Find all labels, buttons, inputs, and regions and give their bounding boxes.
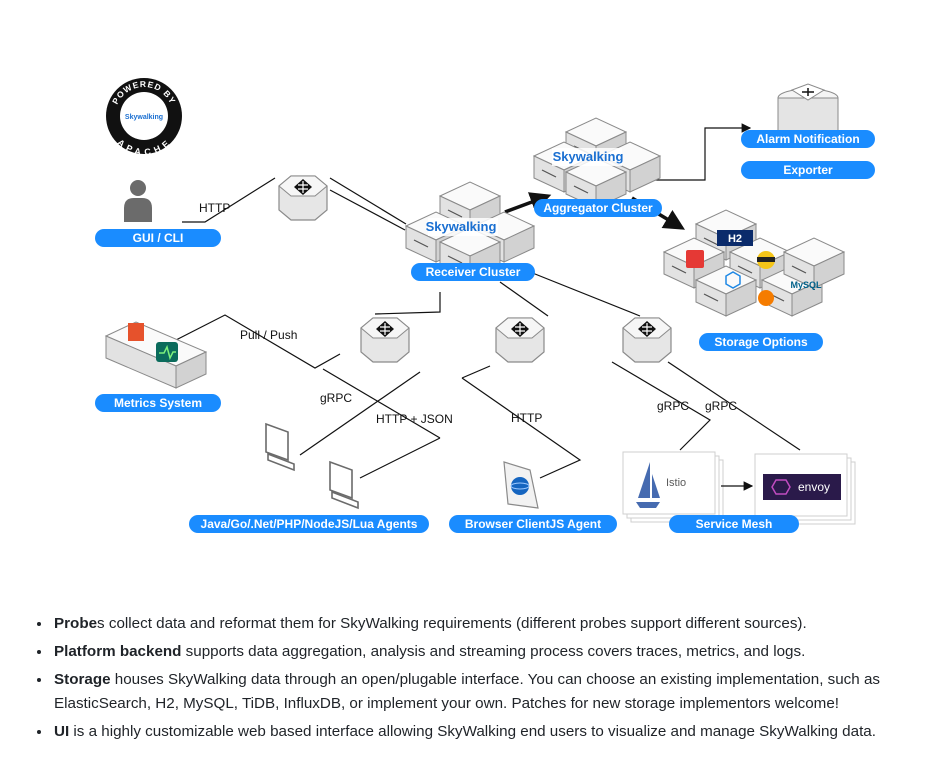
envoy-logo-icon (771, 479, 791, 495)
label-pills: GUI / CLI Receiver Cluster Aggregator Cl… (95, 130, 875, 533)
receiver-brand-logo: Skywalking (426, 219, 497, 234)
monitor-logo-icon (156, 342, 178, 362)
label-browser-agent: Browser ClientJS Agent (465, 517, 601, 531)
label-receiver-cluster: Receiver Cluster (426, 265, 521, 279)
alarm-server-icon (777, 83, 839, 133)
note-bold: Storage (54, 671, 111, 688)
agent-laptop-icon (329, 461, 359, 509)
label-aggregator-cluster: Aggregator Cluster (543, 201, 653, 215)
edge-label-grpc-agents: gRPC (320, 391, 352, 405)
aggregator-brand-logo: Skywalking (553, 149, 624, 164)
note-bold: Platform backend (54, 643, 182, 660)
istio-logo-icon (638, 462, 650, 498)
user-person-icon (124, 180, 152, 222)
label-service-mesh: Service Mesh (696, 517, 773, 531)
tidb-logo-icon (686, 250, 704, 268)
note-item: Storage houses SkyWalking data through a… (52, 668, 935, 716)
aggregator-cluster-icon: Skywalking (533, 117, 661, 209)
h2-logo-text: H2 (728, 233, 742, 245)
edge-label-http-json: HTTP + JSON (376, 412, 453, 426)
gateway-node-icon (622, 317, 672, 363)
note-text: is a highly customizable web based inter… (69, 723, 876, 740)
flame-logo-icon (758, 290, 774, 306)
label-alarm-notification: Alarm Notification (756, 132, 859, 146)
label-storage-options: Storage Options (714, 335, 808, 349)
note-item: UI is a highly customizable web based in… (52, 720, 935, 744)
gateway-node-icon (278, 175, 328, 221)
notes-list: Probes collect data and reformat them fo… (30, 612, 935, 748)
envoy-card: envoy (754, 453, 856, 525)
note-text: houses SkyWalking data through an open/p… (54, 671, 880, 712)
gateway-node-icon (360, 317, 410, 363)
note-text: s collect data and reformat them for Sky… (97, 615, 807, 632)
edge-label-http-browser: HTTP (511, 411, 542, 425)
gateway-node-icon (495, 317, 545, 363)
agent-laptop-icon (265, 423, 295, 471)
influxdb-logo-icon (725, 271, 741, 289)
istio-card: Istio (622, 451, 724, 523)
edge-label-grpc-mesh-1: gRPC (657, 399, 689, 413)
note-bold: UI (54, 723, 70, 740)
envoy-label: envoy (798, 480, 830, 494)
mysql-logo-text: MySQL (790, 280, 822, 290)
label-agents: Java/Go/.Net/PHP/NodeJS/Lua Agents (201, 517, 418, 531)
label-gui-cli: GUI / CLI (133, 231, 184, 245)
istio-label: Istio (666, 477, 686, 489)
browser-icon (503, 461, 539, 509)
label-exporter: Exporter (783, 163, 833, 177)
edge-label-http-gui: HTTP (199, 201, 230, 215)
edge-label-pull-push: Pull / Push (240, 328, 297, 342)
badge-brand-text: Skywalking (125, 114, 163, 121)
note-item: Platform backend supports data aggregati… (52, 640, 935, 664)
receiver-cluster-icon: Skywalking (405, 181, 535, 279)
architecture-diagram: POWERED BY APACHE Skywalking HTTP Skywal… (95, 78, 875, 533)
powered-by-apache-badge: POWERED BY APACHE Skywalking (106, 78, 182, 157)
metrics-system-icon (104, 321, 208, 389)
note-item: Probes collect data and reformat them fo… (52, 612, 935, 636)
edge-label-grpc-mesh-2: gRPC (705, 399, 737, 413)
storage-options-icon: H2 MySQL (663, 209, 845, 317)
note-bold: Probe (54, 615, 98, 632)
prometheus-logo-icon (128, 323, 144, 341)
label-metrics-system: Metrics System (114, 396, 202, 410)
note-text: supports data aggregation, analysis and … (181, 643, 806, 660)
